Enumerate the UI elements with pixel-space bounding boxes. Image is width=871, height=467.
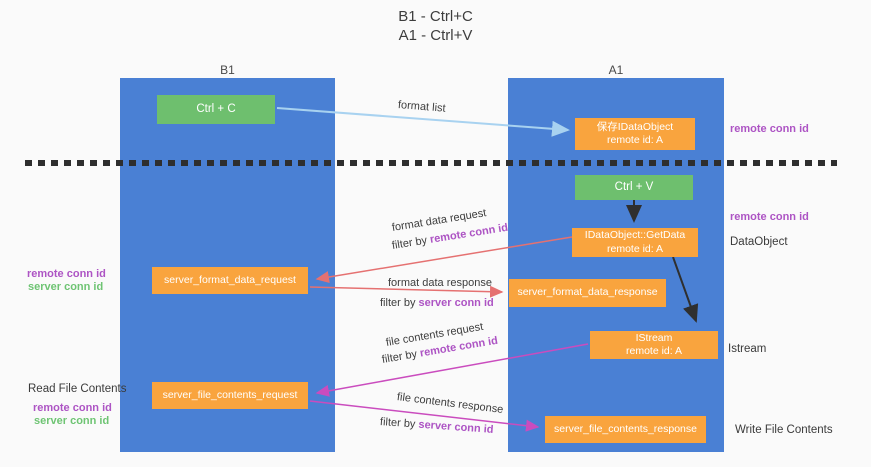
remote-conn-id-annotation-bottom-left: remote conn id xyxy=(33,402,112,414)
format-list-label: format list xyxy=(397,99,447,115)
idataobject-getdata-box: IDataObject::GetData remote id: A xyxy=(572,228,698,257)
dataobject-annotation: DataObject xyxy=(730,236,788,248)
filter-by-text: filter by xyxy=(381,348,418,366)
idataobject-getdata-label: IDataObject::GetData xyxy=(584,229,686,242)
ctrl-c-box: Ctrl + C xyxy=(157,95,275,124)
server-file-contents-request-box: server_file_contents_request xyxy=(152,382,308,409)
write-file-contents-annotation: Write File Contents xyxy=(735,424,833,436)
server-file-contents-response-label: server_file_contents_response xyxy=(553,422,697,435)
ctrl-v-label: Ctrl + V xyxy=(614,181,654,194)
istream-box-remote-id: remote id: A xyxy=(625,345,683,357)
istream-annotation: Istream xyxy=(728,343,767,355)
read-file-contents-annotation: Read File Contents xyxy=(28,383,127,395)
filter-by-text: filter by xyxy=(380,297,416,309)
format-data-response-filter-label: filter by server conn id xyxy=(380,297,494,309)
server-format-data-response-label: server_format_data_response xyxy=(517,286,658,299)
istream-box-label: IStream xyxy=(635,331,673,344)
server-format-data-response-box: server_format_data_response xyxy=(509,279,666,307)
server-file-contents-response-box: server_file_contents_response xyxy=(545,416,706,443)
server-file-contents-request-label: server_file_contents_request xyxy=(162,388,298,401)
format-data-response-label: format data response xyxy=(388,277,492,289)
title-line-2: A1 - Ctrl+V xyxy=(398,27,473,44)
file-contents-response-label: file contents response xyxy=(396,391,504,416)
right-column-name: A1 xyxy=(608,63,624,77)
server-format-data-request-label: server_format_data_request xyxy=(164,273,296,286)
ctrl-v-box: Ctrl + V xyxy=(575,175,693,200)
remote-conn-id-annotation-left: remote conn id xyxy=(27,268,106,280)
left-column-name: B1 xyxy=(220,63,235,77)
filter-by-text: filter by xyxy=(391,234,428,252)
filter-by-text: filter by xyxy=(379,416,416,431)
server-conn-id-key: server conn id xyxy=(418,297,494,309)
remote-conn-id-annotation-mid: remote conn id xyxy=(730,211,809,223)
file-contents-response-filter-label: filter by server conn id xyxy=(380,416,494,436)
server-conn-id-annotation-bottom-left: server conn id xyxy=(34,415,110,427)
save-idataobject-label: 保存IDataObject xyxy=(596,120,674,133)
server-conn-id-key: server conn id xyxy=(418,418,494,436)
save-idataobject-remote-id: remote id: A xyxy=(606,134,664,146)
idataobject-getdata-remote-id: remote id: A xyxy=(606,242,664,255)
istream-box: IStream remote id: A xyxy=(590,331,718,359)
server-conn-id-annotation-left: server conn id xyxy=(28,281,104,293)
phase-separator-dashed-line xyxy=(25,160,837,166)
ctrl-c-label: Ctrl + C xyxy=(196,103,236,116)
remote-conn-id-annotation-top: remote conn id xyxy=(730,123,809,135)
save-idataobject-box: 保存IDataObject remote id: A xyxy=(575,118,695,150)
server-format-data-request-box: server_format_data_request xyxy=(152,267,308,294)
title-line-1: B1 - Ctrl+C xyxy=(398,8,473,25)
